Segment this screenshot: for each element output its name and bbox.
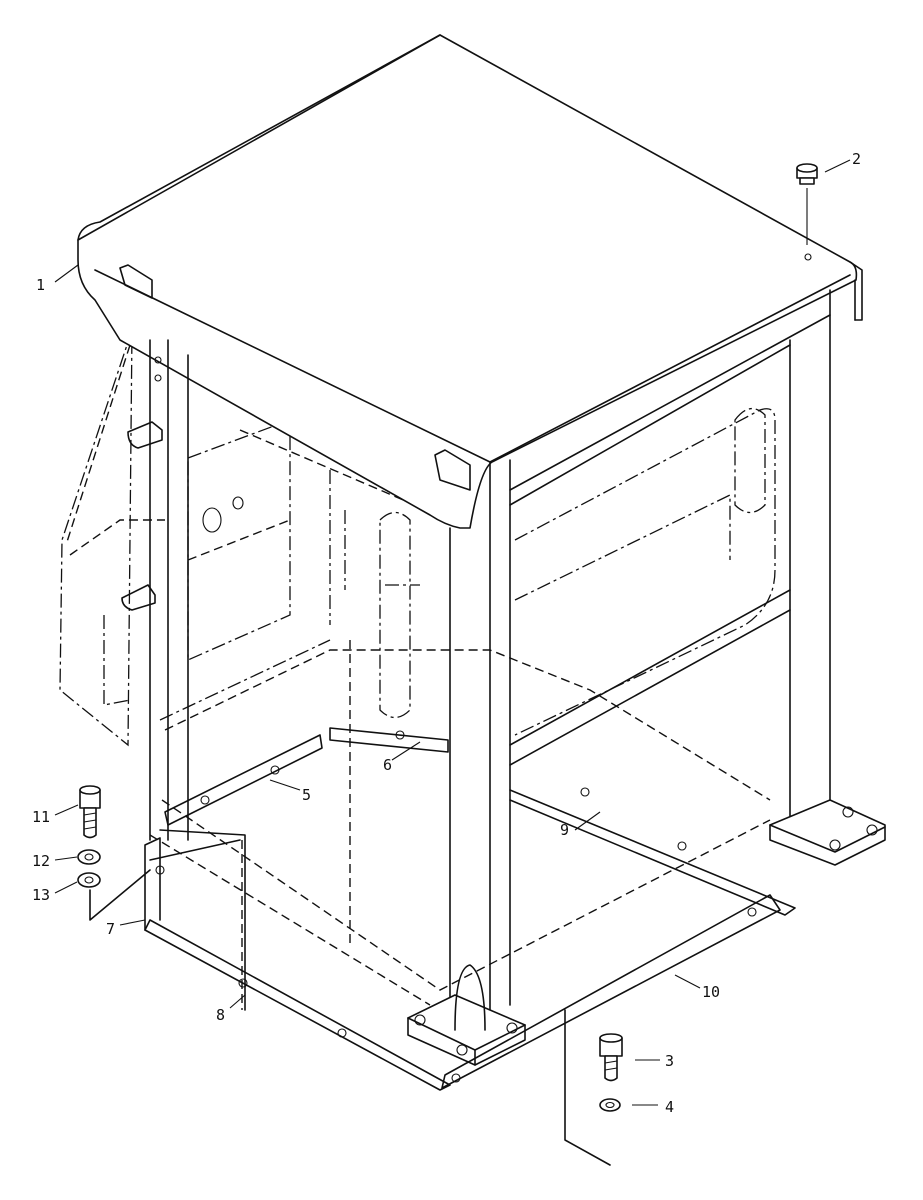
- part-labels: 1 2 3 4 5 6 7 8 9 10 11 12 13: [32, 150, 861, 1116]
- part-label-1: 1: [36, 276, 45, 294]
- part-label-8: 8: [216, 1006, 225, 1024]
- rear-foot-plate: [769, 799, 886, 866]
- roof-panel: [77, 34, 858, 529]
- part-label-3: 3: [665, 1052, 674, 1070]
- washer-icon: [77, 872, 101, 888]
- part-label-11: 11: [32, 808, 50, 826]
- part-label-6: 6: [383, 756, 392, 774]
- washer-icon: [599, 1098, 621, 1112]
- part-label-12: 12: [32, 852, 50, 870]
- plug-icon: [796, 163, 818, 185]
- part-label-13: 13: [32, 886, 50, 904]
- bolt-icon: [79, 785, 101, 839]
- part-label-10: 10: [702, 983, 720, 1001]
- part-label-7: 7: [106, 920, 115, 938]
- part-label-4: 4: [665, 1098, 674, 1116]
- washer-icon: [77, 849, 101, 865]
- leader-lines: [54, 159, 851, 1106]
- bolt-icon: [599, 1033, 623, 1082]
- fasteners: [77, 163, 818, 1112]
- part-label-5: 5: [302, 786, 311, 804]
- part-label-9: 9: [560, 821, 569, 839]
- cab-structure: [77, 34, 886, 1166]
- part-label-2: 2: [852, 150, 861, 168]
